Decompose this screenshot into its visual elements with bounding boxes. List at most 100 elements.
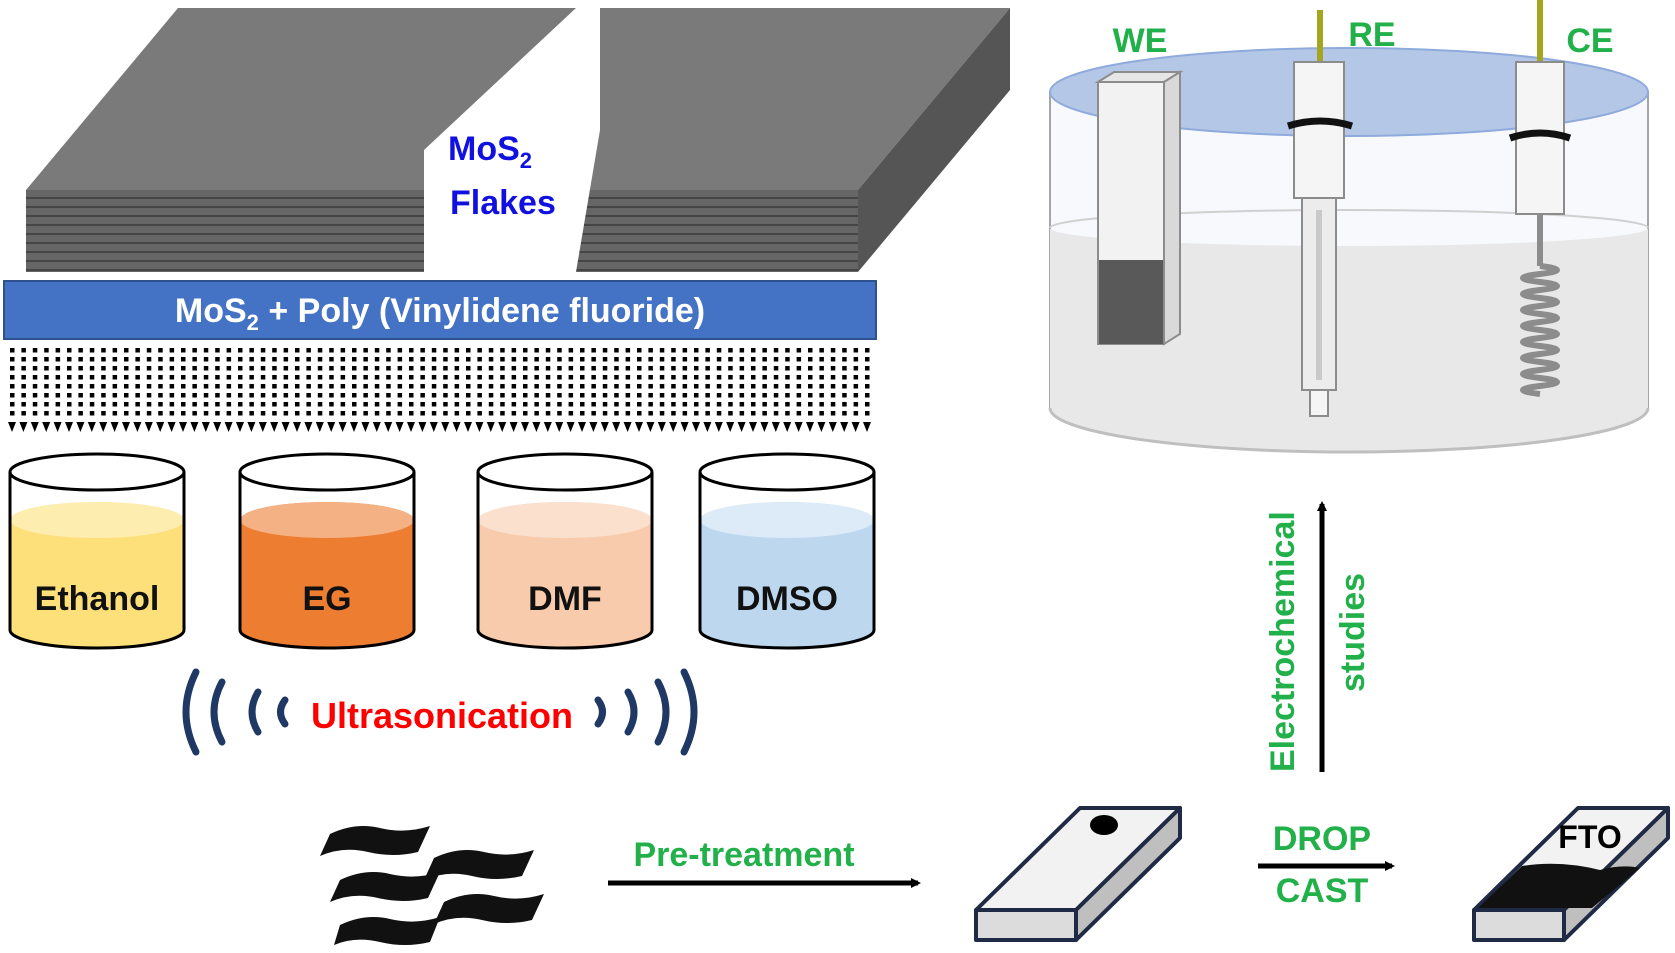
dispersion-dot <box>534 411 539 416</box>
dispersion-dot <box>124 375 129 380</box>
dispersion-dot <box>124 348 129 353</box>
dispersion-dot <box>44 348 49 353</box>
dispersion-dot <box>500 375 505 380</box>
dispersion-arrowhead <box>612 422 621 432</box>
dispersion-dot <box>454 384 460 389</box>
working-electrode <box>1094 70 1184 346</box>
dispersion-dot <box>203 375 209 380</box>
dispersion-dot <box>78 375 83 380</box>
dispersion-dot <box>340 402 346 407</box>
dispersion-dot <box>409 375 414 380</box>
ultrasound-waves-right <box>594 668 698 756</box>
dispersion-dot <box>44 393 49 398</box>
dispersion-dot <box>511 411 517 416</box>
dispersion-dot <box>523 366 528 371</box>
dispersion-dot <box>842 384 847 389</box>
dispersion-dot <box>488 411 494 416</box>
dispersion-dot <box>340 348 346 353</box>
dispersion-dot <box>602 384 608 389</box>
dispersion-dot <box>203 393 209 398</box>
dispersion-dot <box>682 366 688 371</box>
dispersion-dot <box>431 357 437 362</box>
dispersion-dot <box>808 348 813 353</box>
dispersion-dot <box>830 348 836 353</box>
dispersion-dot <box>352 384 357 389</box>
dispersion-dot <box>694 411 699 416</box>
dispersion-dot <box>842 375 847 380</box>
dispersion-dot <box>523 357 528 362</box>
dispersion-dot <box>830 384 836 389</box>
dispersion-dot <box>169 402 175 407</box>
dispersion-dot <box>67 402 72 407</box>
dispersion-dot <box>602 411 608 416</box>
dispersion-arrowhead <box>794 422 803 432</box>
dispersion-dot <box>272 411 277 416</box>
dispersion-dot <box>466 366 471 371</box>
dispersion-dot <box>751 402 756 407</box>
dispersion-dot <box>431 393 437 398</box>
dispersion-arrowhead <box>771 422 780 432</box>
dispersion-dot <box>842 348 847 353</box>
dispersion-dot <box>283 375 289 380</box>
dispersion-arrowhead <box>623 422 632 432</box>
dispersion-dot <box>602 393 608 398</box>
dispersion-dot <box>215 402 220 407</box>
dispersion-dot <box>238 384 243 389</box>
dispersion-arrowhead <box>338 422 347 432</box>
dispersion-dot <box>10 411 15 416</box>
dispersion-dot <box>728 375 733 380</box>
dispersion-arrowhead <box>840 422 849 432</box>
dispersion-dot <box>397 402 403 407</box>
dispersion-dot <box>534 375 539 380</box>
dispersion-dot <box>169 366 175 371</box>
dispersion-dot <box>819 393 824 398</box>
dispersion-dot <box>32 411 38 416</box>
dispersion-dot <box>135 402 140 407</box>
dispersion-dot <box>431 348 437 353</box>
dispersion-arrowhead <box>657 422 666 432</box>
dispersion-dot <box>625 384 631 389</box>
dispersion-dot <box>249 402 254 407</box>
dispersion-dot <box>773 402 779 407</box>
dispersion-dot <box>329 384 334 389</box>
dispersion-dot <box>21 348 26 353</box>
dispersion-arrowhead <box>42 422 51 432</box>
dispersion-dot <box>614 402 619 407</box>
dispersion-dot <box>78 393 83 398</box>
dispersion-dot <box>785 348 790 353</box>
dispersion-dot <box>32 366 38 371</box>
dispersion-dot <box>89 393 95 398</box>
dispersion-dot <box>819 384 824 389</box>
dispersion-arrowhead <box>817 422 826 432</box>
dispersion-dot <box>534 384 539 389</box>
dispersion-dot <box>352 411 357 416</box>
dispersion-dot <box>819 375 824 380</box>
dispersion-dot <box>853 366 859 371</box>
dispersion-dot <box>614 348 619 353</box>
dispersion-arrowhead <box>384 422 393 432</box>
dispersion-dot <box>500 393 505 398</box>
dispersion-dot <box>682 357 688 362</box>
dispersion-dot <box>751 393 756 398</box>
dispersion-dot <box>146 375 152 380</box>
dispersion-arrowhead <box>87 422 96 432</box>
dispersion-dot <box>842 402 847 407</box>
dispersion-arrowhead <box>293 422 301 432</box>
dispersion-dot <box>226 393 232 398</box>
dispersion-dot <box>500 384 505 389</box>
we-label: WE <box>1113 22 1168 60</box>
dispersion-dot <box>431 411 437 416</box>
dispersion-dot <box>534 348 539 353</box>
dispersion-dot <box>44 375 49 380</box>
dispersion-dot <box>705 384 710 389</box>
dispersion-dot <box>306 357 311 362</box>
dispersion-dot <box>420 375 425 380</box>
dispersion-dot <box>557 411 562 416</box>
dispersion-dot <box>78 384 83 389</box>
dispersion-arrowhead <box>350 422 358 432</box>
dispersion-arrowhead <box>201 422 210 432</box>
dispersion-dot <box>477 393 482 398</box>
dispersion-dot <box>215 384 220 389</box>
dispersion-dot <box>374 411 380 416</box>
dispersion-dot <box>146 402 152 407</box>
